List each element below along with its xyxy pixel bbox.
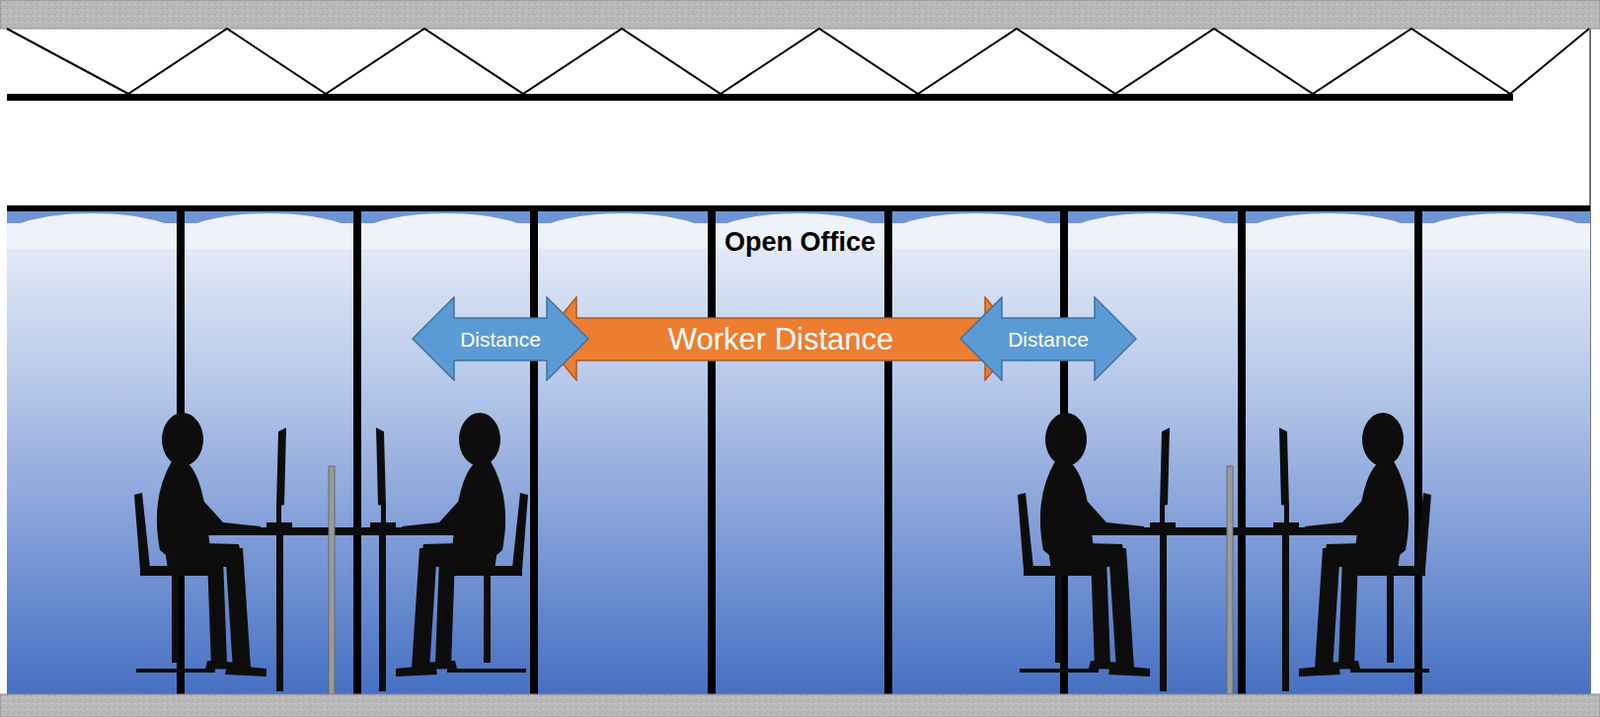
arrow-label: Worker Distance <box>668 323 895 355</box>
arrow-outline <box>412 297 589 381</box>
double-arrow: Distance <box>959 296 1138 381</box>
arrow-label: Distance <box>1007 328 1089 350</box>
arrow-outline <box>960 297 1137 381</box>
double-arrow: Worker Distance <box>540 296 1021 381</box>
arrow-outline <box>541 297 1020 381</box>
area-label: Open Office <box>724 228 876 256</box>
double-arrow: Distance <box>411 296 590 381</box>
arrow-label: Distance <box>459 328 541 350</box>
